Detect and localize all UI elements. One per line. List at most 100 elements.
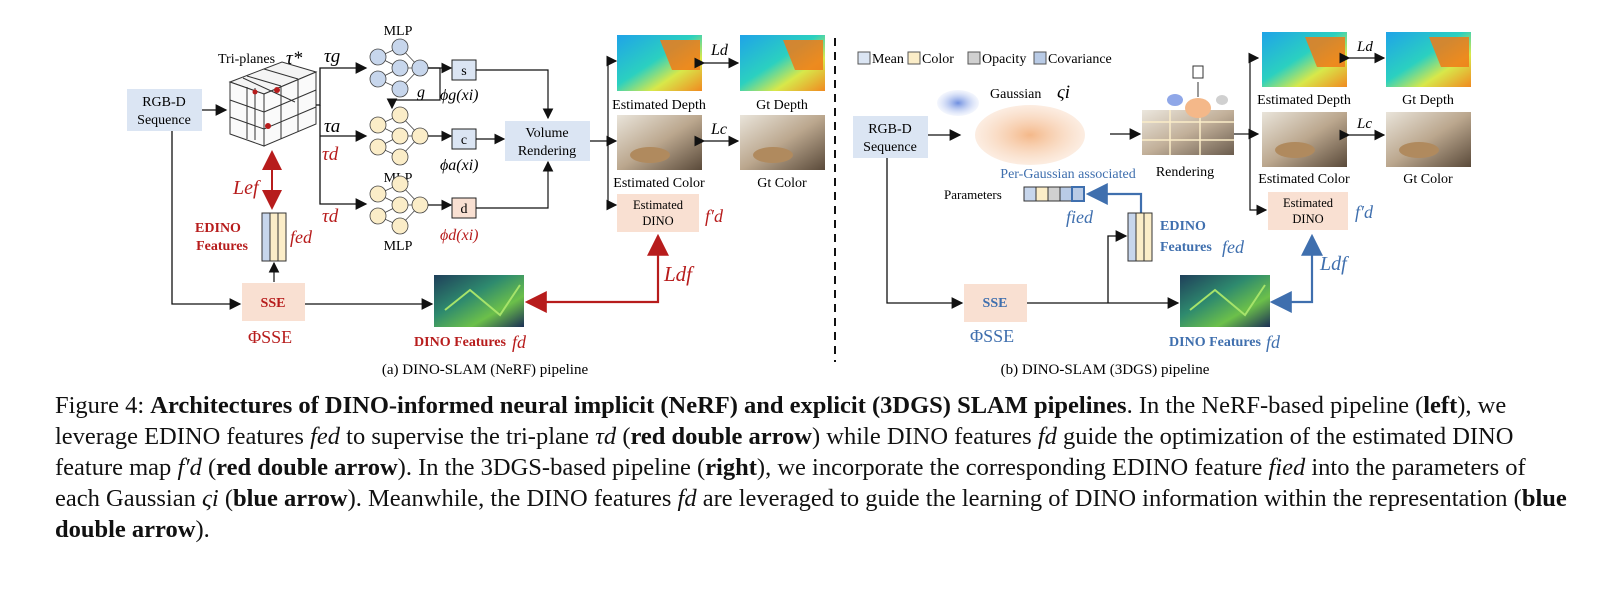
rgbd-box-left — [127, 89, 202, 131]
sse-left: SSE — [261, 296, 286, 311]
est-dino-line2-right: DINO — [1292, 212, 1323, 226]
figure-label: Figure 4: — [55, 392, 145, 419]
legend-swatch — [907, 51, 921, 65]
legend-label: Opacity — [982, 52, 1026, 67]
tau-g: τg — [324, 46, 340, 67]
f-ed-i: fied — [1066, 207, 1094, 227]
caption-math: τd — [595, 423, 617, 450]
edino-feature-stack-right — [1127, 212, 1153, 262]
mlp-geometry — [369, 38, 429, 98]
dino-features-left: DINO Features — [414, 335, 506, 350]
l-df-left: Ldf — [663, 262, 695, 286]
caption-bold: blue double arrow — [55, 485, 1567, 543]
rgbd-line1-right: RGB-D — [868, 122, 912, 137]
g-label: g — [417, 84, 425, 101]
caption-text: ). In the 3DGS-based pipeline ( — [397, 454, 706, 481]
f-d-right: fd — [1266, 332, 1281, 352]
caption-text: ) while DINO features — [811, 423, 1032, 450]
caption-bold: left — [1423, 392, 1458, 419]
caption-text: are leveraged to guide the learning of D… — [702, 485, 1522, 512]
caption-math: fd — [1037, 423, 1057, 450]
volume-line2: Rendering — [518, 144, 576, 159]
varsigma-label: ςi — [1057, 82, 1070, 103]
tau-d-1: τd — [322, 144, 339, 165]
caption-text: guide the optimization of the estimated … — [55, 423, 1514, 481]
caption-text: ). — [195, 516, 210, 543]
gaussian-label: Gaussian — [990, 87, 1041, 102]
gt-color-image-right — [1386, 112, 1471, 167]
legend-label: Mean — [872, 52, 904, 67]
phi-sse-left: ΦSSE — [248, 327, 292, 347]
est-depth-label-right: Estimated Depth — [1257, 93, 1351, 108]
figure-caption: Figure 4: Architectures of DINO-informed… — [55, 390, 1575, 545]
dino-features-right: DINO Features — [1169, 335, 1261, 350]
sse-box-left — [242, 283, 305, 321]
legend-swatch — [967, 51, 981, 65]
parameters-label: Parameters — [944, 187, 1002, 202]
caption-text: ( — [207, 454, 217, 481]
estimated-dino-box-left — [617, 194, 699, 232]
gaussian-blob-peach — [975, 105, 1085, 165]
estimated-color-image-right — [1262, 112, 1347, 167]
subcaption-left: (a) DINO-SLAM (NeRF) pipeline — [382, 362, 589, 378]
caption-math: f′d — [177, 454, 202, 481]
gaussian-blob-blue — [937, 90, 979, 116]
caption-text: ( — [622, 423, 631, 450]
l-ef: Lef — [232, 177, 261, 199]
legend-label: Color — [922, 52, 954, 67]
triplane-cube — [228, 61, 318, 147]
edino-line1-right: EDINO — [1160, 219, 1206, 234]
f-d-prime-right: f′d — [1355, 202, 1374, 222]
caption-math: fd — [677, 485, 697, 512]
rendering-scene — [1142, 65, 1234, 155]
gt-depth-label-right: Gt Depth — [1402, 93, 1454, 108]
l-c-right: Lc — [1356, 116, 1372, 132]
phi-sse-right: ΦSSE — [970, 326, 1014, 346]
volume-line1: Volume — [525, 126, 568, 141]
gt-color-label-right: Gt Color — [1403, 172, 1453, 187]
caption-text: into the parameters of each Gaussian — [55, 454, 1526, 512]
caption-text: ), we leverage EDINO features — [55, 392, 1507, 450]
caption-math: ςi — [201, 485, 219, 512]
caption-text: . In the NeRF-based pipeline ( — [1126, 392, 1424, 419]
caption-bold: red double arrow — [630, 423, 812, 450]
mlp-bot-label: MLP — [384, 239, 413, 254]
caption-title: Architectures of DINO-informed neural im… — [150, 392, 1127, 419]
gt-depth-label-left: Gt Depth — [756, 98, 808, 113]
l-c-left: Lc — [710, 121, 727, 138]
est-dino-line2-left: DINO — [642, 214, 673, 228]
triplanes-label: Tri-planes — [218, 52, 275, 67]
tau-a: τa — [324, 116, 340, 137]
parameter-vector — [1023, 186, 1085, 202]
rgbd-line1-left: RGB-D — [142, 95, 186, 110]
l-d-right: Ld — [1356, 39, 1373, 55]
l-df-right: Ldf — [1319, 253, 1349, 275]
caption-math: fed — [310, 423, 341, 450]
caption-text: ), we incorporate the corresponding EDIN… — [756, 454, 1263, 481]
volume-rendering-box — [505, 121, 590, 161]
dino-feature-map-right — [1180, 275, 1270, 327]
sample-point — [265, 123, 271, 129]
sample-point — [274, 87, 280, 93]
caption-text: ). Meanwhile, the DINO features — [347, 485, 672, 512]
caption-bold: blue arrow — [233, 485, 348, 512]
per-gaussian-label: Per-Gaussian associated — [1000, 167, 1135, 182]
phi-g: ϕg(xi) — [440, 87, 478, 104]
rgbd-line2-left: Sequence — [137, 113, 191, 128]
legend-swatch — [857, 51, 871, 65]
tau-d-2: τd — [322, 206, 339, 227]
gt-color-label-left: Gt Color — [757, 176, 807, 191]
phi-d: ϕd(xi) — [440, 227, 478, 244]
est-dino-line1-left: Estimated — [633, 198, 684, 212]
edino-line1-left: EDINO — [195, 221, 241, 236]
est-color-label-right: Estimated Color — [1258, 172, 1350, 187]
legend-swatch — [1033, 51, 1047, 65]
s-label: s — [461, 64, 466, 79]
subcaption-right: (b) DINO-SLAM (3DGS) pipeline — [1001, 362, 1210, 378]
edino-line2-left: Features — [196, 239, 248, 254]
sse-box-right — [964, 284, 1027, 322]
sse-right: SSE — [983, 296, 1008, 311]
sample-point — [252, 89, 258, 95]
